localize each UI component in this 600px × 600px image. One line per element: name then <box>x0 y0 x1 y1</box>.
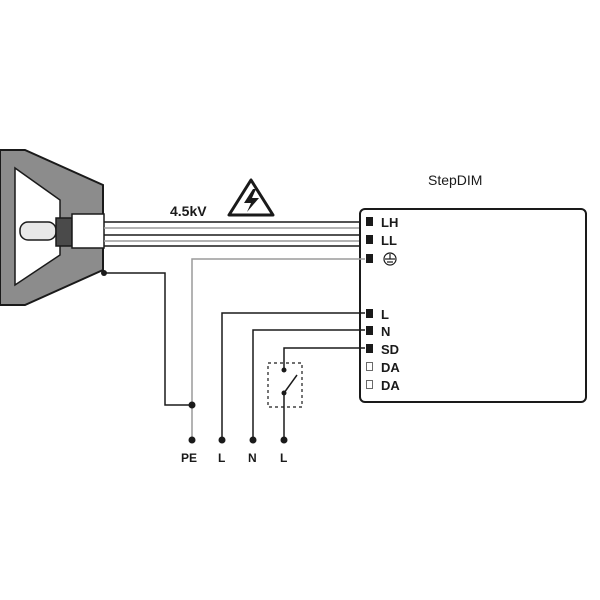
switch-icon <box>267 362 303 408</box>
terminal-label-n: N <box>381 324 390 339</box>
earth-ground-icon <box>383 252 397 266</box>
sd-wire <box>283 347 365 440</box>
high-voltage-warning-icon <box>227 178 275 217</box>
terminal-label-ll: LL <box>381 233 397 248</box>
supply-label-pe: PE <box>181 451 197 465</box>
terminal-ll: LL <box>366 233 397 248</box>
earth-wires <box>101 258 365 440</box>
terminal-label-lh: LH <box>381 215 398 230</box>
terminal-l: L <box>366 307 389 322</box>
terminal-sd: SD <box>366 342 399 357</box>
terminal-label-da-2: DA <box>381 378 400 393</box>
terminal-label-l: L <box>381 307 389 322</box>
terminal-earth <box>366 252 397 266</box>
voltage-label: 4.5kV <box>170 203 207 219</box>
line-wire <box>221 312 365 440</box>
supply-label-l2: L <box>280 451 287 465</box>
terminal-lh: LH <box>366 215 398 230</box>
lamp-icon <box>0 149 105 306</box>
terminal-da-1: DA <box>366 360 400 375</box>
supply-label-n: N <box>248 451 257 465</box>
terminal-n: N <box>366 324 390 339</box>
supply-terminal-dots <box>188 436 288 444</box>
terminal-da-2: DA <box>366 378 400 393</box>
device-title: StepDIM <box>428 172 482 188</box>
stepdim-box <box>359 208 587 403</box>
lamp-wires <box>104 221 365 247</box>
neutral-wire <box>252 329 365 440</box>
terminal-label-sd: SD <box>381 342 399 357</box>
supply-label-l1: L <box>218 451 225 465</box>
terminal-label-da-1: DA <box>381 360 400 375</box>
